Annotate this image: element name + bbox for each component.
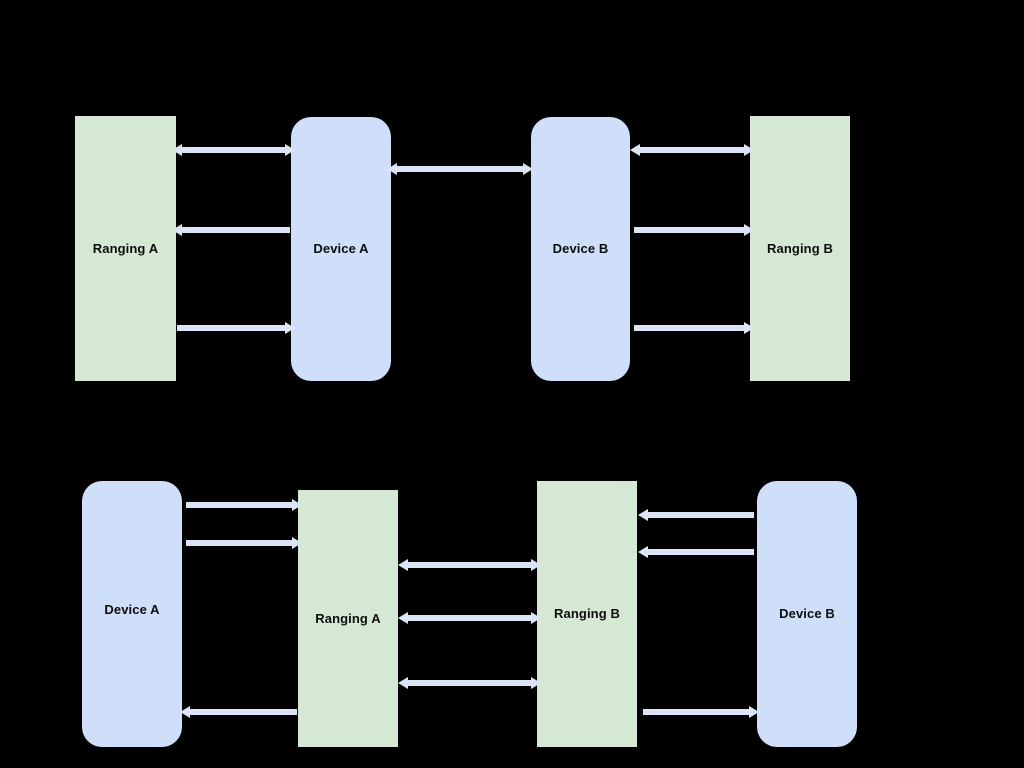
node-label: Ranging B xyxy=(554,606,620,622)
arrow-shaft xyxy=(186,540,293,546)
node-top-device-b[interactable]: Device B xyxy=(531,117,630,381)
arrowhead-left xyxy=(638,509,648,521)
arrow-shaft xyxy=(407,615,532,621)
arrow-shaft xyxy=(639,147,745,153)
arrow-shaft xyxy=(647,512,754,518)
node-bottom-ranging-a[interactable]: Ranging A xyxy=(298,490,398,747)
node-bottom-ranging-b[interactable]: Ranging B xyxy=(537,481,637,747)
arrow-shaft xyxy=(181,227,290,233)
node-label: Ranging A xyxy=(315,610,381,626)
arrow-shaft xyxy=(407,680,532,686)
arrowhead-left xyxy=(638,546,648,558)
arrowhead-left xyxy=(630,144,640,156)
arrowhead-left xyxy=(180,706,190,718)
node-label: Ranging B xyxy=(767,240,833,256)
arrow-shaft xyxy=(181,147,286,153)
arrow-shaft xyxy=(634,325,745,331)
arrow-shaft xyxy=(407,562,532,568)
node-bottom-device-a[interactable]: Device A xyxy=(82,481,182,747)
arrowhead-right xyxy=(531,677,541,689)
arrowhead-right xyxy=(292,537,302,549)
arrowhead-left xyxy=(387,163,397,175)
node-top-ranging-b[interactable]: Ranging B xyxy=(750,116,850,381)
node-bottom-device-b[interactable]: Device B xyxy=(757,481,857,747)
arrowhead-right xyxy=(749,706,759,718)
node-label: Ranging A xyxy=(92,240,159,256)
node-label: Device B xyxy=(779,606,835,622)
arrow-shaft xyxy=(177,325,286,331)
arrow-shaft xyxy=(186,502,293,508)
arrowhead-right xyxy=(292,499,302,511)
arrowhead-right xyxy=(744,144,754,156)
arrowhead-right xyxy=(523,163,533,175)
arrowhead-right xyxy=(744,322,754,334)
node-top-device-a[interactable]: Device A xyxy=(291,117,391,381)
arrowhead-left xyxy=(172,144,182,156)
arrowhead-left xyxy=(172,224,182,236)
arrow-shaft xyxy=(643,709,750,715)
arrowhead-left xyxy=(398,612,408,624)
node-label: Device B xyxy=(552,241,609,257)
arrow-shaft xyxy=(396,166,524,172)
arrow-shaft xyxy=(634,227,745,233)
arrowhead-right xyxy=(285,144,295,156)
arrowhead-left xyxy=(398,677,408,689)
arrow-shaft xyxy=(189,709,297,715)
node-top-ranging-a[interactable]: Ranging A xyxy=(75,116,176,381)
arrowhead-right xyxy=(531,612,541,624)
arrowhead-right xyxy=(531,559,541,571)
arrow-shaft xyxy=(647,549,754,555)
arrowhead-right xyxy=(285,322,295,334)
arrowhead-left xyxy=(398,559,408,571)
node-label: Device A xyxy=(313,241,369,257)
arrowhead-right xyxy=(744,224,754,236)
node-label: Device A xyxy=(104,602,160,618)
